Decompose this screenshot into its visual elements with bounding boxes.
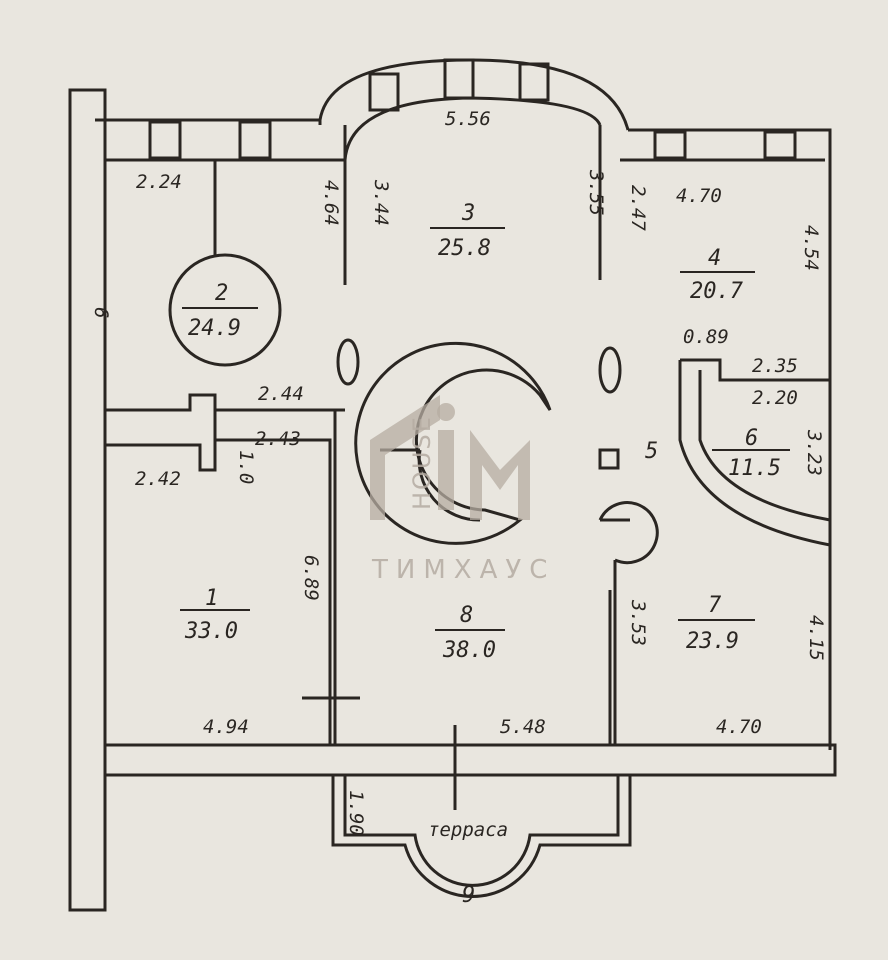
room-7-area: 23.9 — [686, 629, 739, 654]
room-8-area: 38.0 — [442, 638, 496, 663]
room-3-number: 3 — [461, 201, 475, 226]
dim-2-20: 2.20 — [752, 387, 798, 409]
room-6-area: 11.5 — [728, 456, 781, 481]
watermark: ТИМХАУС HOUSE — [370, 395, 555, 585]
room-1-area: 33.0 — [184, 619, 238, 644]
dim-4-54: 4.54 — [800, 225, 822, 271]
watermark-caption: ТИМХАУС — [371, 555, 555, 585]
room-5-number: 5 — [645, 439, 658, 464]
dim-3-53: 3.53 — [627, 599, 649, 646]
dim-1-90: 1.90 — [345, 790, 367, 836]
watermark-house: HOUSE — [408, 415, 436, 510]
room-4-number: 4 — [708, 246, 721, 271]
dim-3-23: 3.23 — [803, 429, 825, 476]
dim-6: 6 — [90, 307, 112, 318]
room-9-number: 9 — [462, 883, 475, 908]
room-4-area: 20.7 — [690, 279, 744, 304]
dim-4-64: 4.64 — [320, 180, 342, 226]
dim-0-89: 0.89 — [683, 326, 729, 348]
dim-2-47: 2.47 — [627, 185, 649, 231]
room-6-number: 6 — [745, 426, 758, 451]
dim-6-89: 6.89 — [300, 555, 322, 601]
dim-4-94: 4.94 — [203, 716, 249, 738]
room-3-area: 25.8 — [438, 236, 491, 261]
dim-5-48: 5.48 — [500, 716, 546, 738]
room-2-area: 24.9 — [188, 316, 241, 341]
room-7-number: 7 — [708, 593, 722, 618]
dim-3-55: 3.55 — [585, 169, 607, 216]
dim-2-35: 2.35 — [752, 355, 798, 377]
dim-4-70-top: 4.70 — [676, 185, 722, 207]
terrace-label: терраса — [428, 819, 508, 841]
walls — [68, 58, 837, 912]
dim-2-43: 2.43 — [255, 428, 301, 450]
dim-4-15: 4.15 — [805, 615, 827, 661]
dim-1-0: 1.0 — [235, 450, 257, 484]
room-8-number: 8 — [460, 603, 473, 628]
room-labels: 1 33.0 2 24.9 3 25.8 4 20.7 5 6 11.5 7 2… — [180, 201, 790, 908]
room-2-number: 2 — [215, 281, 228, 306]
dimensions: 5.56 2.24 4.70 6 0.89 2.35 2.20 2.44 2.4… — [90, 108, 827, 836]
room-1-number: 1 — [205, 586, 218, 611]
dim-3-44: 3.44 — [370, 179, 392, 226]
dim-4-70-bottom: 4.70 — [716, 716, 762, 738]
dim-5-56: 5.56 — [445, 108, 491, 130]
dim-2-44: 2.44 — [258, 383, 304, 405]
dim-2-24: 2.24 — [136, 171, 182, 193]
dim-2-42: 2.42 — [135, 468, 181, 490]
